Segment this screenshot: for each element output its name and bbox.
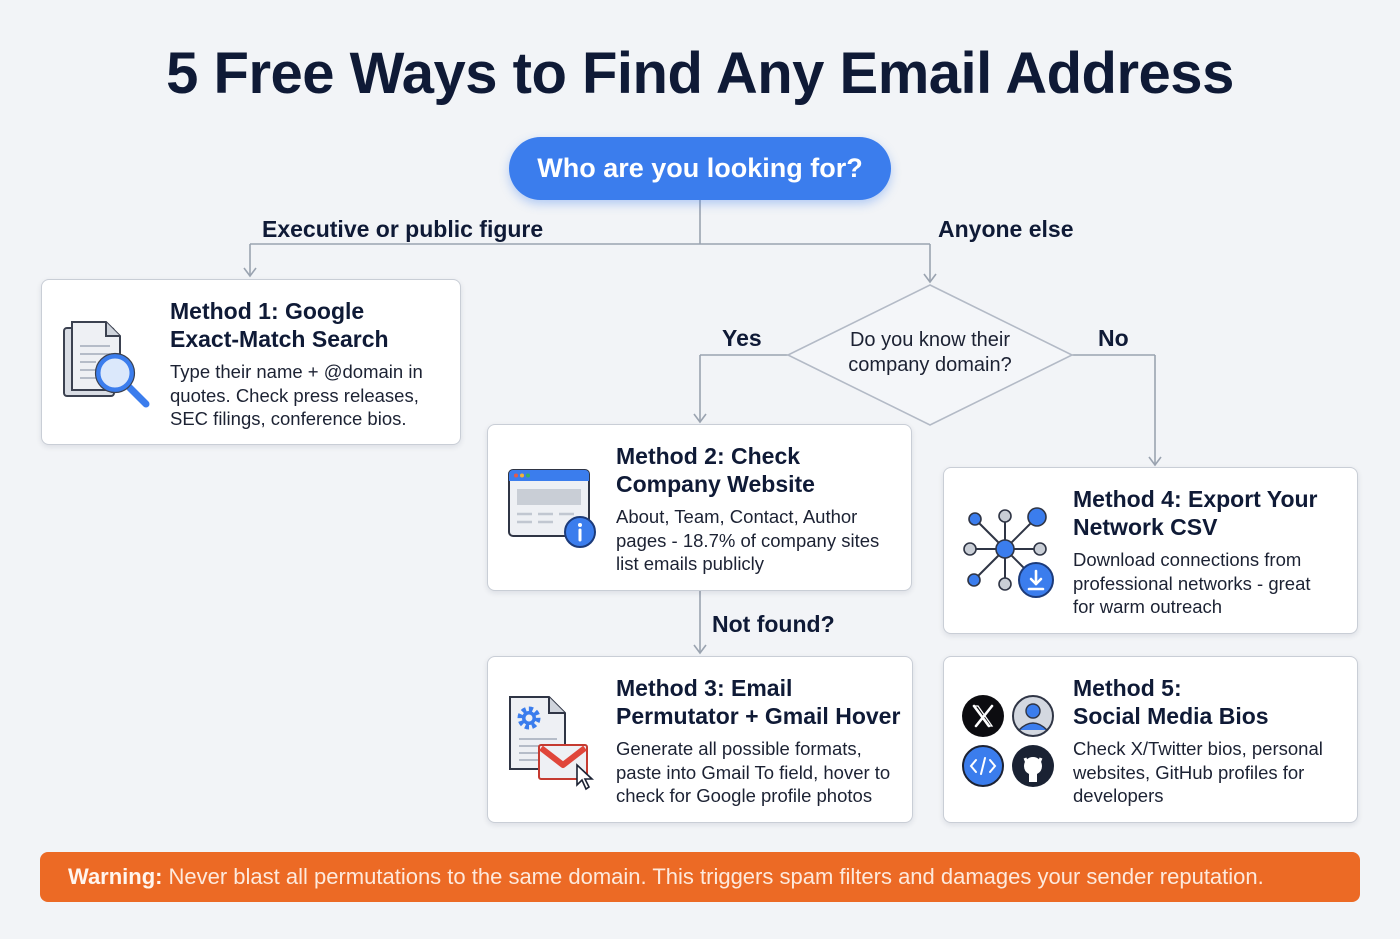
start-node-who-are-you-looking-for: Who are you looking for? <box>509 137 891 200</box>
decision-line-1: Do you know their <box>849 329 1011 351</box>
warning-banner: Warning: Never blast all permutations to… <box>40 852 1360 902</box>
edge-label-not-found: Not found? <box>712 611 835 637</box>
github-icon <box>1012 745 1054 787</box>
warning-label: Warning: <box>68 864 163 889</box>
method-2-title: Method 2: Check Company Website <box>616 443 815 497</box>
method-4-title: Method 4: Export Your Network CSV <box>1073 486 1318 540</box>
method-4-description: Download connections from professional n… <box>1073 549 1311 617</box>
decision-diamond <box>786 284 1074 426</box>
start-node-label: Who are you looking for? <box>537 153 863 183</box>
method-3-title: Method 3: Email Permutator + Gmail Hover <box>616 675 901 729</box>
profile-avatar-icon <box>1012 695 1054 737</box>
method-5-card: Method 5: Social Media Bios Check X/Twit… <box>943 656 1358 823</box>
browser-info-icon <box>508 469 596 548</box>
warning-text: Never blast all permutations to the same… <box>168 864 1264 889</box>
method-4-card: Method 4: Export Your Network CSV Downlo… <box>943 467 1358 634</box>
edge-label-no: No <box>1098 325 1129 351</box>
document-search-icon <box>63 321 150 408</box>
decision-question: Do you know their company domain? <box>800 328 1060 378</box>
method-1-description: Type their name + @domain in quotes. Che… <box>170 361 423 429</box>
method-2-description: About, Team, Contact, Author pages - 18.… <box>616 506 880 574</box>
method-3-card: Method 3: Email Permutator + Gmail Hover… <box>487 656 913 823</box>
document-gmail-cursor-icon <box>509 696 595 791</box>
method-1-title: Method 1: Google Exact-Match Search <box>170 298 389 352</box>
download-arrow-icon <box>1027 569 1045 591</box>
edge-label-executive: Executive or public figure <box>262 216 544 242</box>
method-2-card: Method 2: Check Company Website About, T… <box>487 424 912 591</box>
method-1-card: Method 1: Google Exact-Match Search Type… <box>41 279 461 445</box>
decision-line-2: company domain? <box>848 354 1012 376</box>
method-3-description: Generate all possible formats, paste int… <box>616 738 891 806</box>
network-download-icon <box>963 507 1054 598</box>
code-website-icon <box>962 745 1004 787</box>
gear-icon <box>517 706 541 730</box>
method-5-title: Method 5: Social Media Bios <box>1073 675 1269 729</box>
edge-label-yes: Yes <box>722 325 762 351</box>
method-5-description: Check X/Twitter bios, personal websites,… <box>1073 738 1323 806</box>
x-twitter-icon <box>962 695 1004 737</box>
page-title: 5 Free Ways to Find Any Email Address <box>166 41 1234 106</box>
social-icons-grid <box>961 694 1057 790</box>
edge-label-anyone-else: Anyone else <box>938 216 1074 242</box>
